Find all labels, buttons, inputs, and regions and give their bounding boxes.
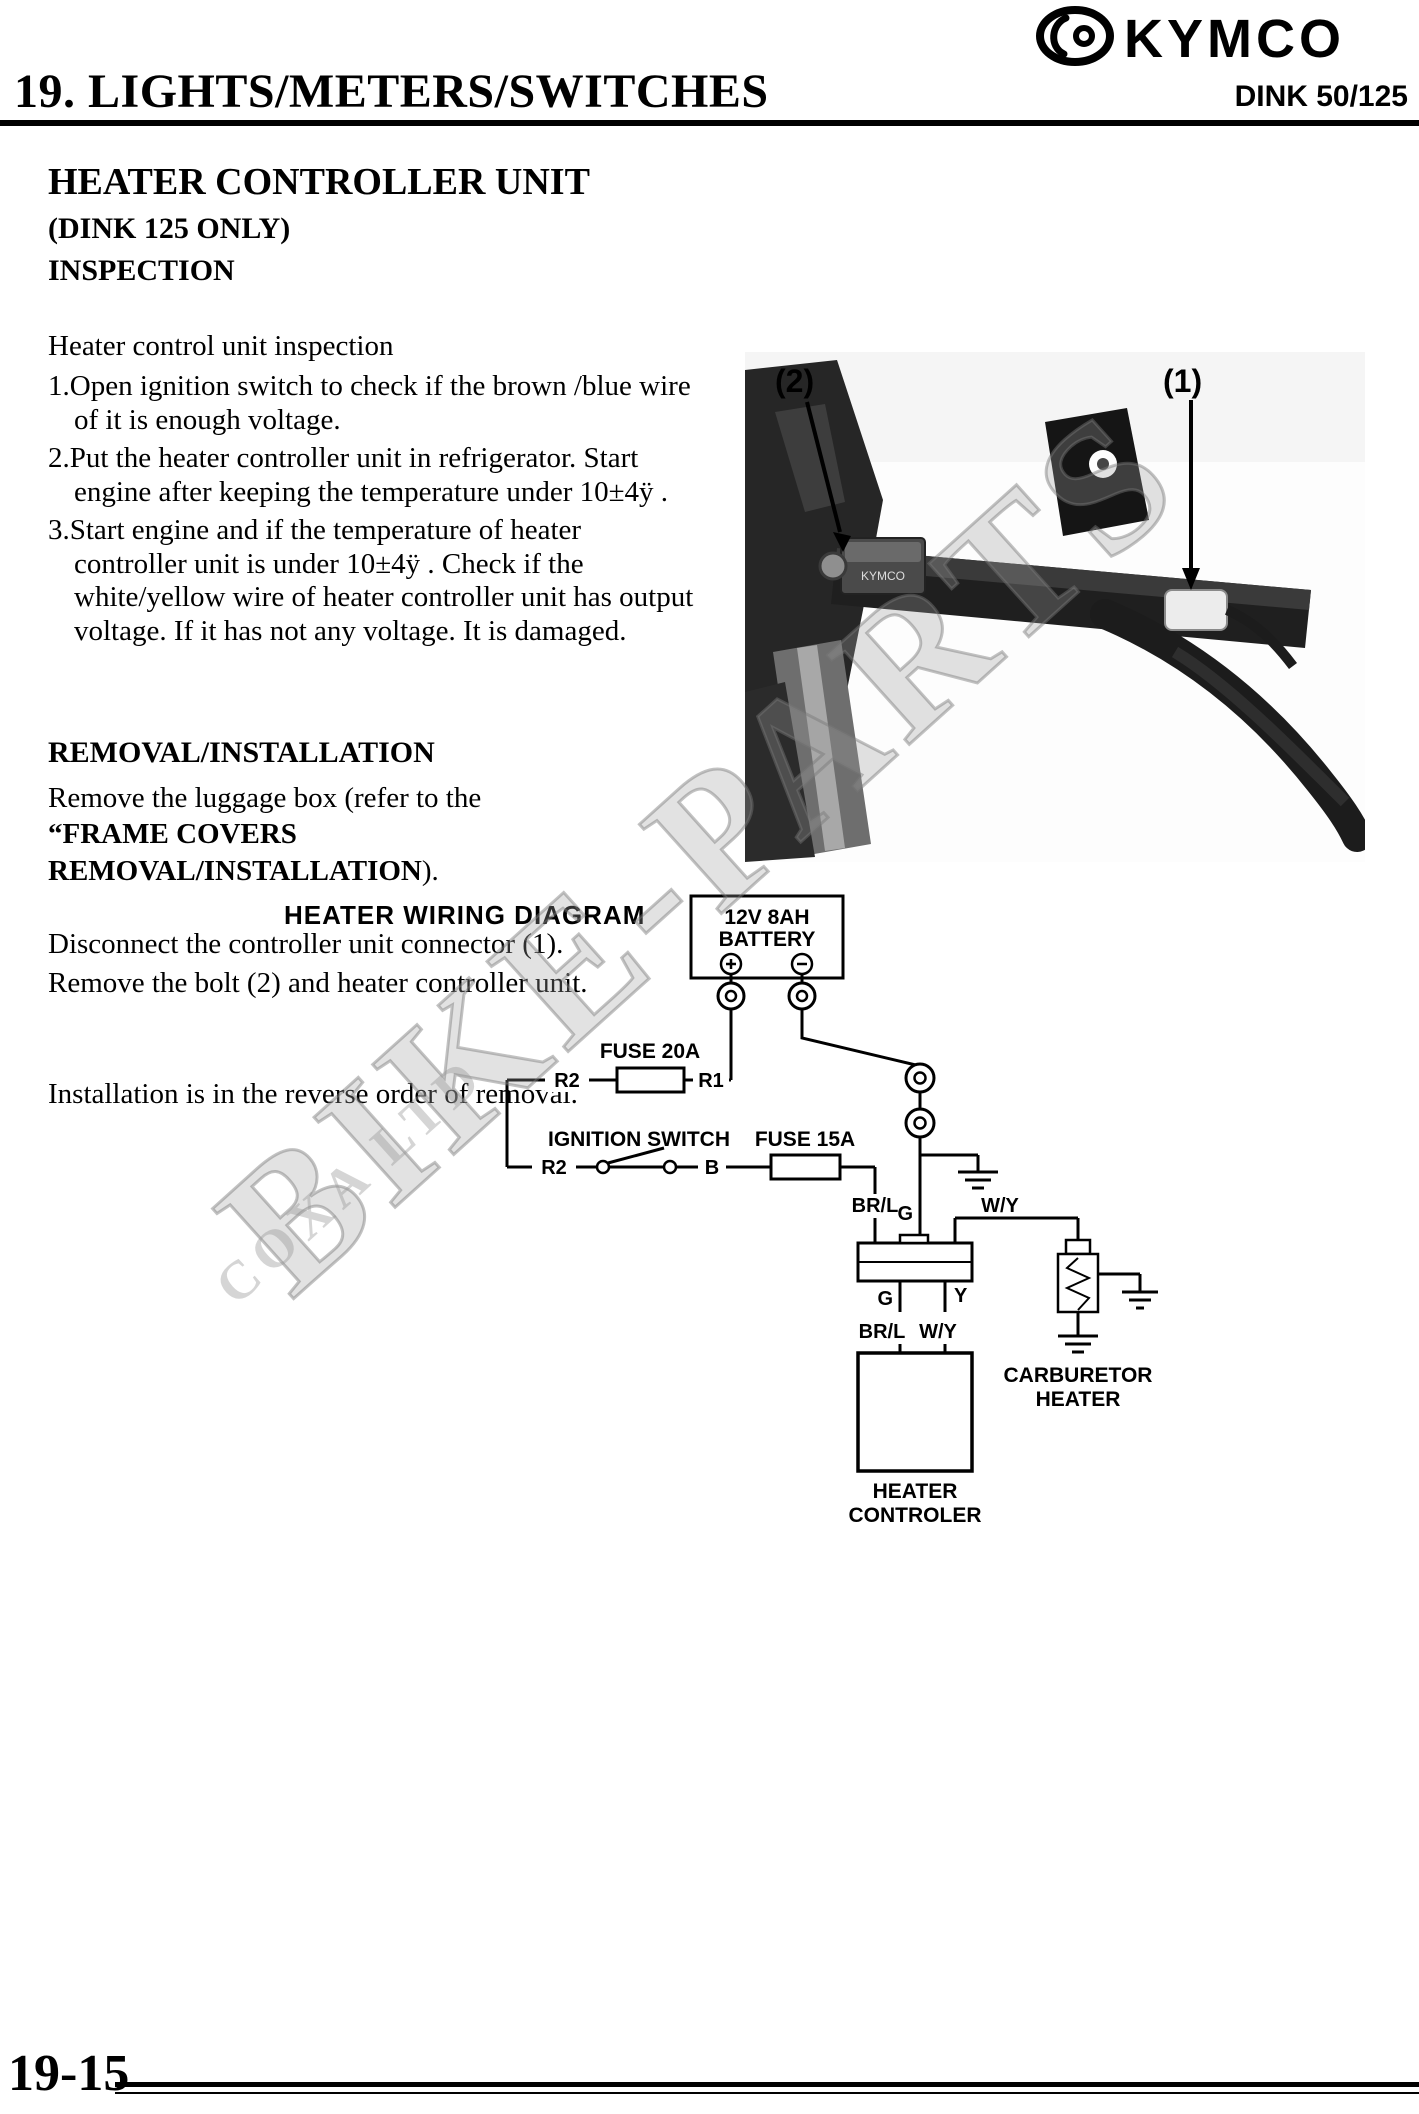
- photo-figure: KYMCO (2) (1): [745, 352, 1372, 862]
- carburetor-heater-label-line2: HEATER: [1036, 1388, 1121, 1411]
- callout-1-label: (1): [1163, 363, 1202, 399]
- connector-photo: [1164, 589, 1297, 670]
- callout-1: (1): [1163, 363, 1202, 590]
- heater-controller-label-line2: CONTROLER: [849, 1504, 982, 1527]
- wire-label-wy-upper: W/Y: [981, 1195, 1019, 1217]
- fuse-15a-symbol: FUSE 15A: [755, 1128, 855, 1181]
- callout-2-arrow-line: [805, 401, 842, 533]
- carburetor-heater-label-line1: CARBURETOR: [1004, 1364, 1153, 1387]
- removal-p1-bold-line1: “FRAME COVERS: [48, 818, 297, 851]
- footer-rule-thick: [115, 2082, 1419, 2087]
- battery-label-line1: 12V 8AH: [724, 906, 809, 929]
- ignition-switch-symbol: IGNITION SWITCH R2 B: [532, 1128, 730, 1179]
- heater-controller-label-line1: HEATER: [873, 1480, 958, 1503]
- ring-terminals: [716, 981, 936, 1139]
- removal-p1-normal: Remove the luggage box (refer to the: [48, 782, 482, 814]
- kymco-logo-icon: [1036, 6, 1114, 71]
- r2-switch-label: R2: [541, 1157, 567, 1179]
- removal-p1-tail: ).: [421, 854, 439, 887]
- article-title: HEATER CONTROLLER UNIT: [48, 161, 590, 203]
- callout-2: (2): [775, 363, 851, 552]
- fuse-20a-label: FUSE 20A: [600, 1040, 700, 1063]
- battery-symbol: 12V 8AH BATTERY: [689, 894, 845, 980]
- removal-paragraph-3: Remove the bolt (2) and heater controlle…: [48, 967, 588, 999]
- wire-label-wy-lower: W/Y: [919, 1321, 957, 1343]
- inspection-heading: INSPECTION: [48, 254, 235, 287]
- label-bg: [698, 1155, 726, 1179]
- removal-heading: REMOVAL/INSTALLATION: [48, 736, 435, 769]
- ground-symbol-side: [1122, 1290, 1158, 1310]
- diagram-title: HEATER WIRING DIAGRAM: [284, 900, 645, 930]
- inspection-block: Heater control unit inspection 1.Open ig…: [48, 330, 700, 649]
- label-bg: [532, 1155, 576, 1179]
- fuse-20a-symbol: FUSE 20A R2 R1: [545, 1040, 729, 1094]
- wire-label-brl-lower: BR/L: [859, 1321, 906, 1343]
- header-rule: [0, 120, 1419, 126]
- heater-controller-symbol: HEATER CONTROLER: [849, 1351, 982, 1527]
- ground-symbol-battery: [958, 1170, 998, 1190]
- wire-label-y-mid: Y: [954, 1285, 968, 1307]
- mounting-bolt: [818, 551, 848, 581]
- carburetor-heater-symbol: CARBURETOR HEATER: [1004, 1238, 1158, 1411]
- ground-symbol-bottom: [1058, 1334, 1098, 1354]
- brand-logo: KYMCO: [1036, 6, 1345, 71]
- callout-2-label: (2): [775, 363, 814, 399]
- b-switch-label: B: [705, 1157, 719, 1179]
- r1-fuse-label: R1: [698, 1070, 724, 1092]
- brand-name: KYMCO: [1124, 8, 1345, 69]
- removal-p1-bold-line2: REMOVAL/INSTALLATION: [48, 854, 422, 887]
- removal-paragraph-1: Remove the luggage box (refer to the “FR…: [48, 780, 728, 889]
- r2-fuse-label: R2: [554, 1070, 580, 1092]
- inspection-step-1: 1.Open ignition switch to check if the b…: [48, 369, 691, 436]
- removal-paragraph-4: Installation is in the reverse order of …: [48, 1078, 578, 1110]
- callout-1-arrowhead: [1182, 568, 1200, 590]
- wiring-diagram: HEATER WIRING DIAGRAM 12V 8AH BATTERY: [270, 888, 1170, 1538]
- page-number: 19-15: [8, 2045, 130, 2102]
- controller-connector-symbol: [856, 1233, 974, 1283]
- article-subtitle: (DINK 125 ONLY): [48, 212, 291, 245]
- removal-paragraph-2: Disconnect the controller unit connector…: [48, 928, 564, 960]
- heater-controller-unit-photo: KYMCO: [818, 537, 926, 595]
- inspection-intro: Heater control unit inspection: [48, 330, 394, 362]
- motorcycle-frame-shapes: [745, 360, 1372, 862]
- section-title: 19. LIGHTS/METERS/SWITCHES: [14, 65, 769, 118]
- model-label: DINK 50/125: [1234, 80, 1408, 113]
- fuse-15a-label: FUSE 15A: [755, 1128, 855, 1151]
- unit-brand-text: KYMCO: [861, 569, 905, 583]
- label-bg: [545, 1068, 589, 1092]
- footer-rule-thin: [115, 2092, 1419, 2094]
- label-bg: [693, 1069, 729, 1091]
- inspection-step-2: 2.Put the heater controller unit in refr…: [48, 441, 669, 508]
- wire-label-g-mid: G: [877, 1288, 893, 1310]
- wire-label-g-upper: G: [897, 1203, 913, 1225]
- wire-label-brl-upper: BR/L: [852, 1195, 899, 1217]
- callout-2-arrowhead: [833, 532, 851, 552]
- ignition-switch-label: IGNITION SWITCH: [548, 1128, 730, 1151]
- inspection-step-3: 3.Start engine and if the temperature of…: [48, 513, 694, 648]
- battery-label-line2: BATTERY: [719, 928, 816, 951]
